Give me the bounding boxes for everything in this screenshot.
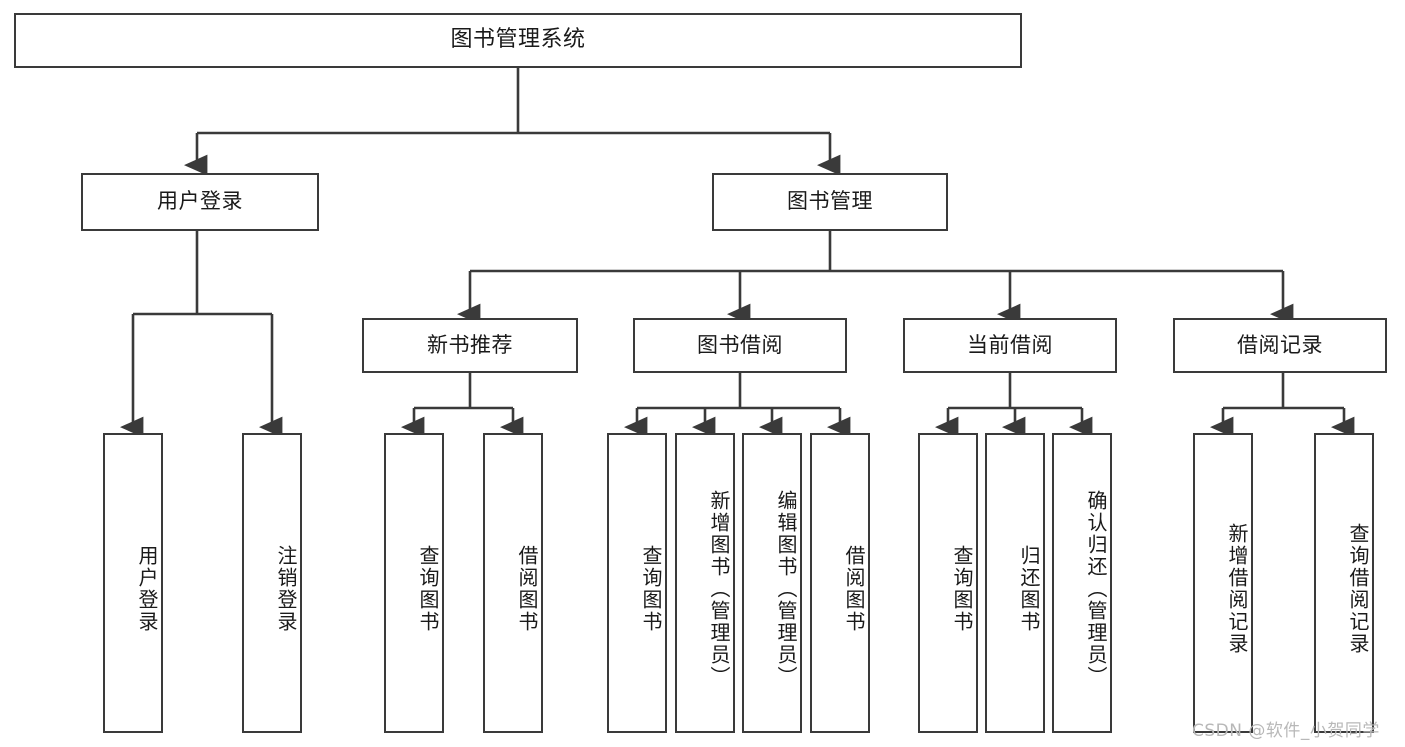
leaf-add-book-admin[interactable]: 新增图书（管理员）	[675, 433, 735, 733]
node-label: 图书借阅	[697, 332, 783, 357]
node-label: 图书管理系统	[450, 27, 586, 53]
node-label: 新增借阅记录	[1225, 523, 1249, 655]
node-label: 借阅图书	[842, 545, 866, 633]
leaf-query-book-current[interactable]: 查询图书	[918, 433, 978, 733]
node-label: 编辑图书（管理员）	[774, 490, 798, 688]
leaf-logout[interactable]: 注销登录	[242, 433, 302, 733]
node-book-borrow[interactable]: 图书借阅	[633, 318, 847, 373]
node-label: 当前借阅	[967, 332, 1053, 357]
node-label: 图书管理	[787, 189, 873, 214]
leaf-borrow-book[interactable]: 借阅图书	[810, 433, 870, 733]
leaf-user-login[interactable]: 用户登录	[103, 433, 163, 733]
node-label: 新书推荐	[427, 332, 513, 357]
node-label: 确认归还（管理员）	[1084, 490, 1108, 688]
leaf-confirm-return-admin[interactable]: 确认归还（管理员）	[1052, 433, 1112, 733]
node-label: 用户登录	[135, 545, 159, 633]
node-label: 用户登录	[157, 189, 243, 214]
node-label: 查询借阅记录	[1346, 523, 1370, 655]
leaf-query-book-borrow[interactable]: 查询图书	[607, 433, 667, 733]
node-label: 查询图书	[950, 545, 974, 633]
node-label: 借阅图书	[515, 545, 539, 633]
node-label: 查询图书	[416, 545, 440, 633]
leaf-borrow-book-rec[interactable]: 借阅图书	[483, 433, 543, 733]
leaf-add-borrow-record[interactable]: 新增借阅记录	[1193, 433, 1253, 733]
node-new-book-recommend[interactable]: 新书推荐	[362, 318, 578, 373]
node-label: 新增图书（管理员）	[707, 490, 731, 688]
leaf-query-borrow-record[interactable]: 查询借阅记录	[1314, 433, 1374, 733]
node-borrow-record[interactable]: 借阅记录	[1173, 318, 1387, 373]
node-root-system[interactable]: 图书管理系统	[14, 13, 1022, 68]
node-label: 注销登录	[274, 545, 298, 633]
node-user-login[interactable]: 用户登录	[81, 173, 319, 231]
node-label: 查询图书	[639, 545, 663, 633]
csdn-watermark: CSDN @软件_小贺同学	[1192, 721, 1380, 741]
leaf-edit-book-admin[interactable]: 编辑图书（管理员）	[742, 433, 802, 733]
node-current-borrow[interactable]: 当前借阅	[903, 318, 1117, 373]
node-label: 归还图书	[1017, 545, 1041, 633]
node-label: 借阅记录	[1237, 332, 1323, 357]
leaf-query-book-rec[interactable]: 查询图书	[384, 433, 444, 733]
node-book-manage[interactable]: 图书管理	[712, 173, 948, 231]
leaf-return-book[interactable]: 归还图书	[985, 433, 1045, 733]
